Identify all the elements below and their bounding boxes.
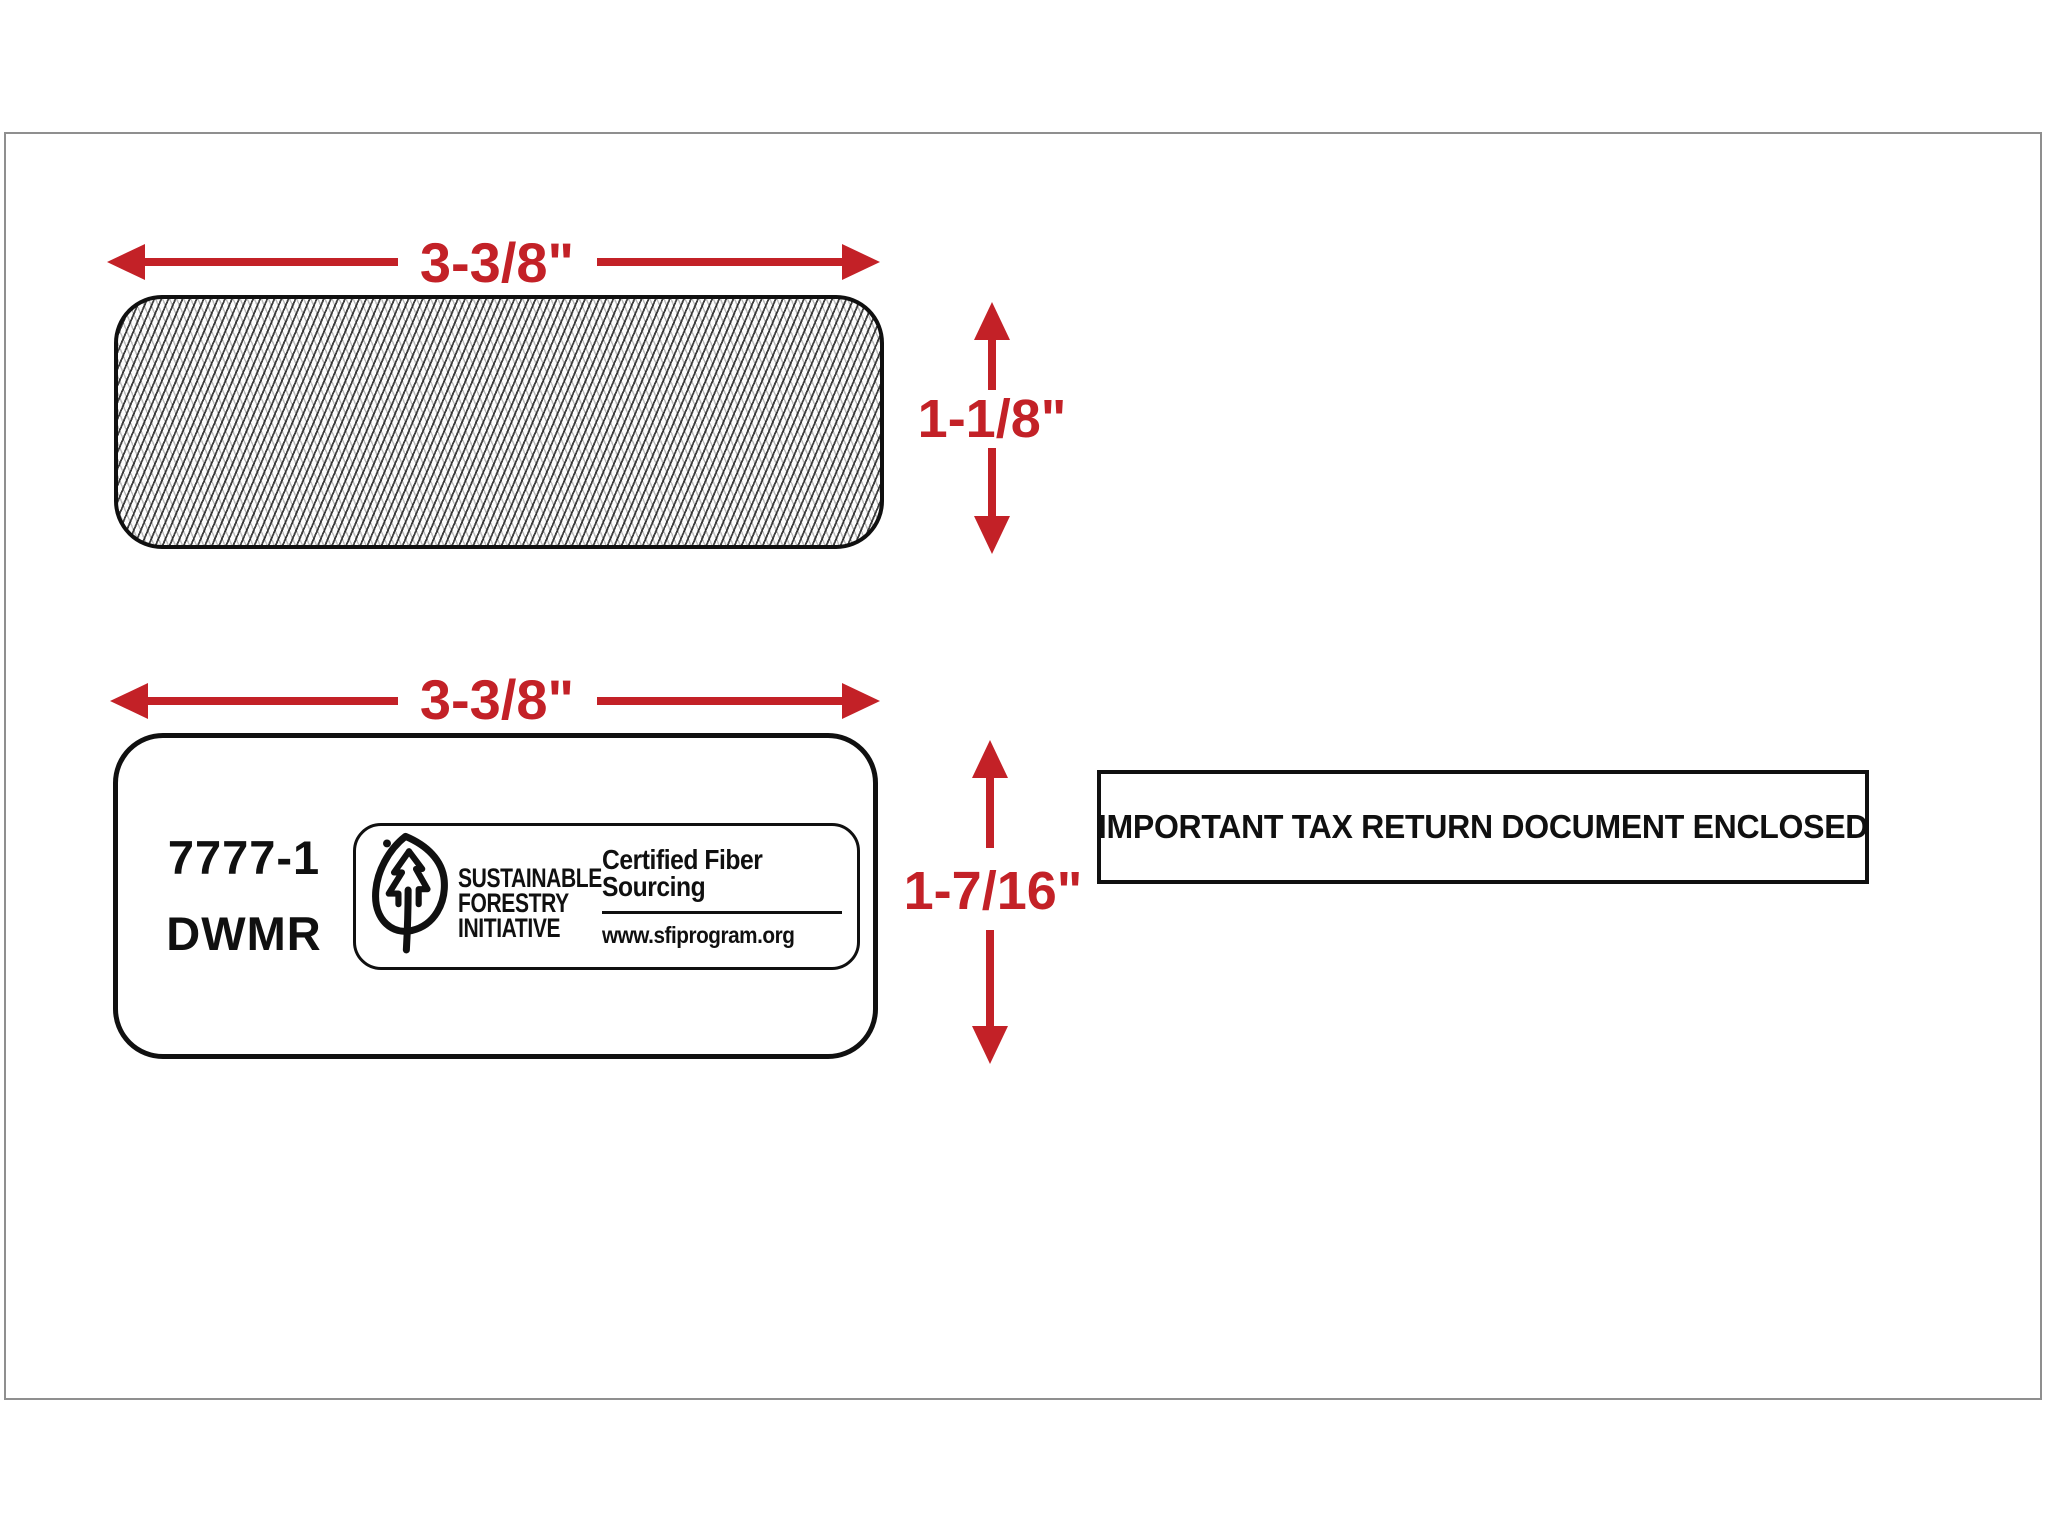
dimension-line <box>146 697 398 705</box>
dimension-line <box>988 448 996 518</box>
dimension-line <box>597 697 842 705</box>
address-window-hatched <box>114 295 884 549</box>
tax-notice-box: IMPORTANT TAX RETURN DOCUMENT ENCLOSED <box>1097 770 1869 884</box>
part-number: 7777-1 <box>167 831 321 884</box>
arrowhead-down-icon <box>972 1026 1008 1064</box>
sfi-org-name: SUSTAINABLE FORESTRY INITIATIVE <box>458 863 602 943</box>
sfi-org-line: FORESTRY <box>458 888 569 918</box>
dimension-line <box>986 930 994 1028</box>
arrowhead-up-icon <box>974 302 1010 340</box>
dimension-label-top-width: 3-3/8" <box>419 231 575 294</box>
sfi-org-line: INITIATIVE <box>458 913 561 943</box>
arrowhead-right-icon <box>842 683 880 719</box>
dimension-line <box>988 338 996 390</box>
arrowhead-left-icon <box>110 683 148 719</box>
printed-window: 7777-1 DWMR SUSTAINABLE FORESTRY INITIAT… <box>113 733 878 1059</box>
sfi-certification-text: Certified Fiber Sourcing www.sfiprogram.… <box>602 846 854 949</box>
sfi-leaf-tree-icon <box>372 832 448 954</box>
arrowhead-right-icon <box>842 244 880 280</box>
dimension-label-bottom-width: 3-3/8" <box>419 668 575 731</box>
arrowhead-up-icon <box>972 740 1008 778</box>
form-code: DWMR <box>166 907 322 960</box>
sfi-divider-line <box>602 911 842 914</box>
sfi-url: www.sfiprogram.org <box>602 922 795 948</box>
tax-notice-text: IMPORTANT TAX RETURN DOCUMENT ENCLOSED <box>1097 808 1869 845</box>
dimension-line <box>143 258 398 266</box>
sfi-cert-line1: Certified Fiber <box>602 844 763 875</box>
dimension-label-top-height: 1-1/8" <box>917 389 1067 449</box>
sfi-cert-line2: Sourcing <box>602 871 706 902</box>
arrowhead-down-icon <box>974 516 1010 554</box>
dimension-label-bottom-height: 1-7/16" <box>903 861 1083 921</box>
dimension-line <box>986 776 994 848</box>
dimension-line <box>597 258 842 266</box>
arrowhead-left-icon <box>107 244 145 280</box>
sfi-certification-label: SUSTAINABLE FORESTRY INITIATIVE Certifie… <box>353 823 860 970</box>
sfi-org-line: SUSTAINABLE <box>458 863 602 893</box>
